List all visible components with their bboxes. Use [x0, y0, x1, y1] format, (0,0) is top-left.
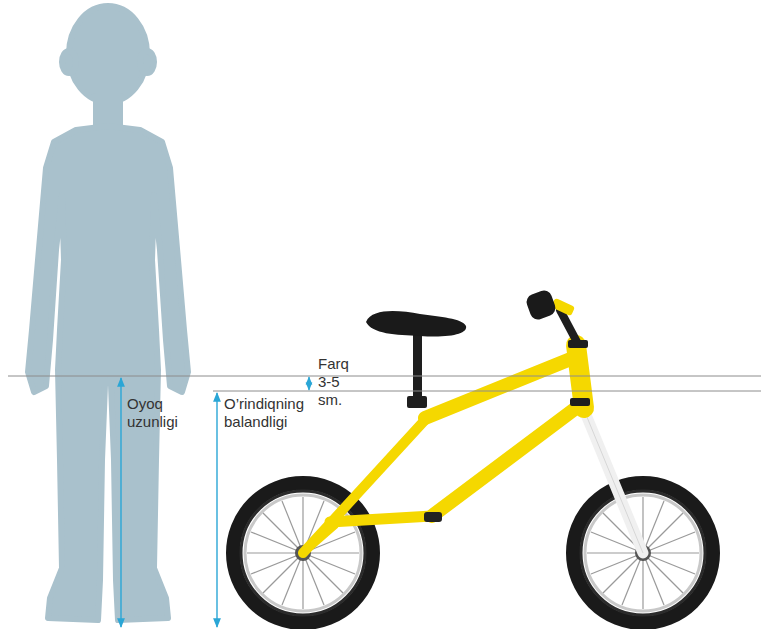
child-silhouette [28, 6, 188, 620]
seat-height-arrow [216, 393, 217, 627]
seat-level-line [213, 391, 761, 392]
seat-height-label-box: O’rindiqning balandligi [224, 395, 304, 431]
balance-bike [233, 288, 713, 623]
leg-level-line [8, 376, 761, 377]
difference-label: Farq 3-5 sm. [318, 355, 349, 409]
leg-length-label: Oyoq uzunligi [127, 395, 178, 431]
difference-arrow [308, 377, 309, 390]
difference-label-box: Farq 3-5 sm. [318, 355, 349, 409]
seat-height-label: O’rindiqning balandligi [224, 395, 304, 431]
leg-length-label-box: Oyoq uzunligi [127, 395, 178, 431]
leg-length-arrow [120, 378, 121, 627]
